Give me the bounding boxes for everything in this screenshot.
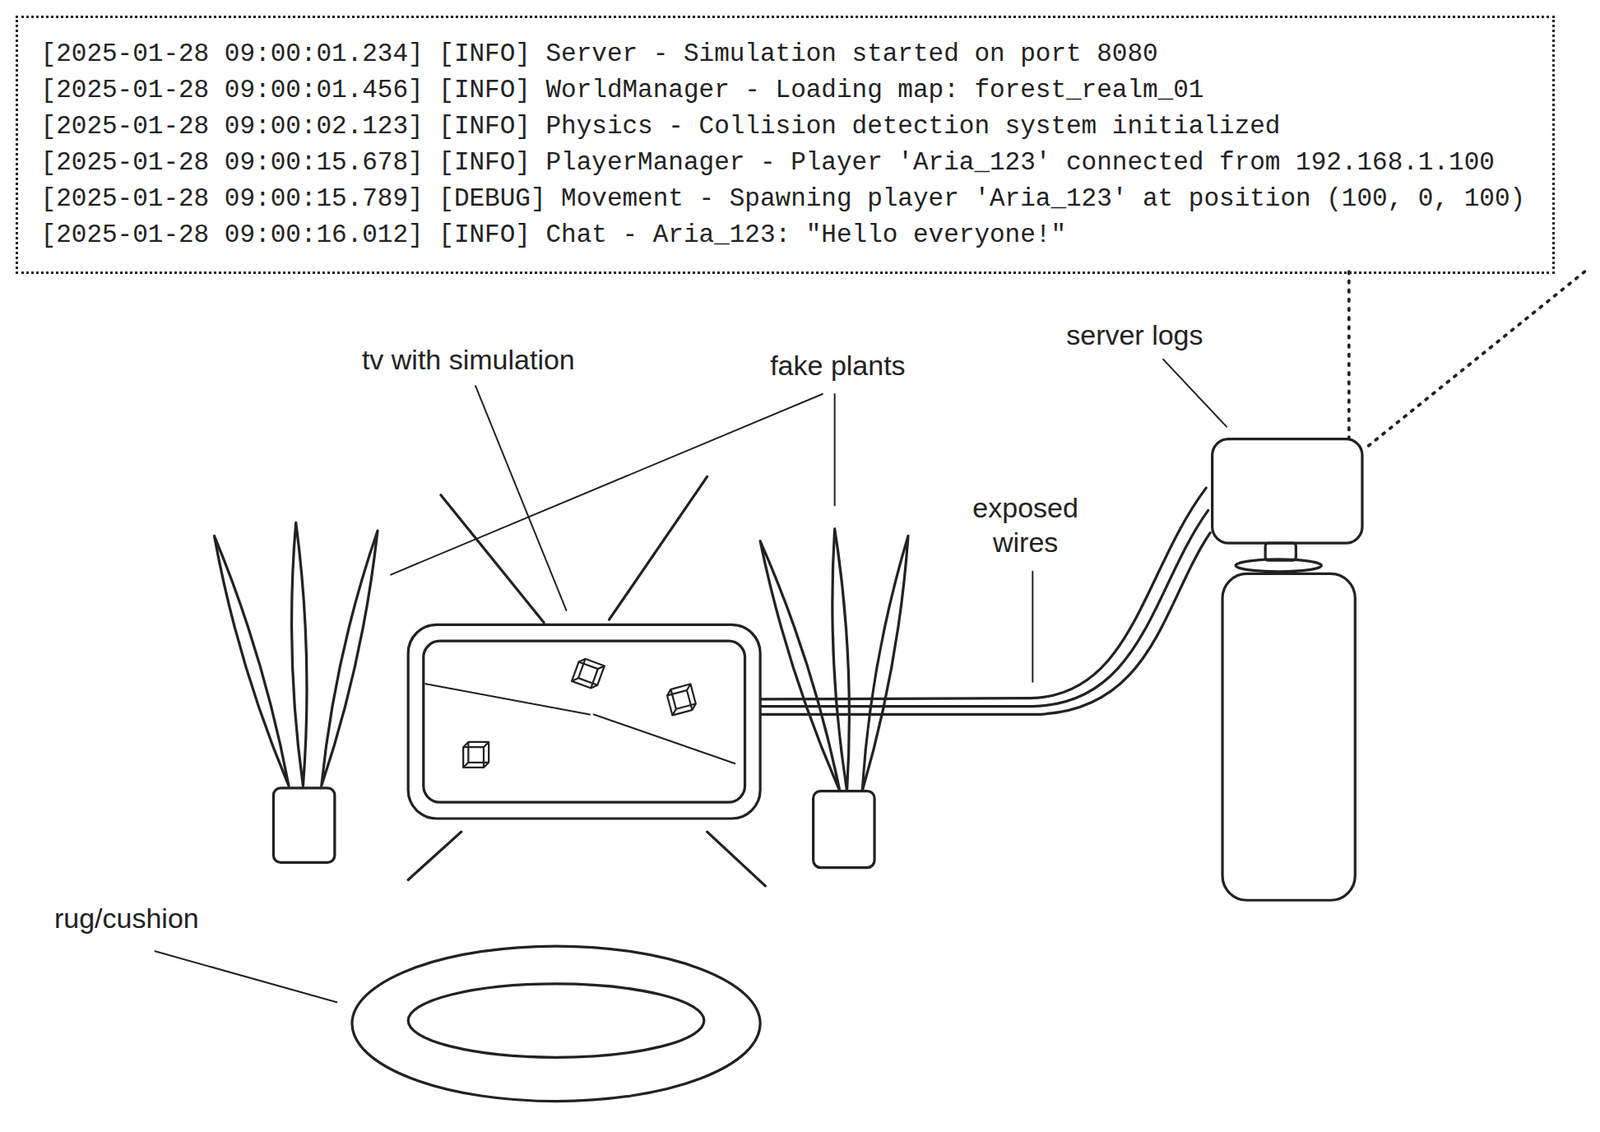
log-line: [2025-01-28 09:00:15.678] [INFO] PlayerM… <box>41 144 1530 181</box>
log-line: [2025-01-28 09:00:01.456] [INFO] WorldMa… <box>41 72 1530 109</box>
callout-lines <box>1349 271 1586 450</box>
part-label: server logs <box>1062 317 1206 353</box>
log-callout-box: [2025-01-28 09:00:01.234] [INFO] Server … <box>15 15 1555 274</box>
log-line: [2025-01-28 09:00:15.789] [DEBUG] Moveme… <box>41 180 1530 218</box>
log-line: [2025-01-28 09:00:02.123] [INFO] Physics… <box>41 108 1530 145</box>
server <box>1212 439 1363 901</box>
part-label: exposed wires <box>948 490 1104 560</box>
tv <box>408 476 766 886</box>
log-line: [2025-01-28 09:00:01.234] [INFO] Server … <box>41 36 1530 73</box>
part-label: fake plants <box>766 347 909 383</box>
exposed-wires <box>760 487 1211 715</box>
plant-left <box>213 522 377 863</box>
leader-lines <box>155 359 1227 1002</box>
rug <box>352 946 761 1102</box>
part-label: rug/cushion <box>51 900 203 936</box>
part-label: tv with simulation <box>358 342 579 377</box>
log-line: [2025-01-28 09:00:16.012] [INFO] Chat - … <box>41 217 1530 254</box>
